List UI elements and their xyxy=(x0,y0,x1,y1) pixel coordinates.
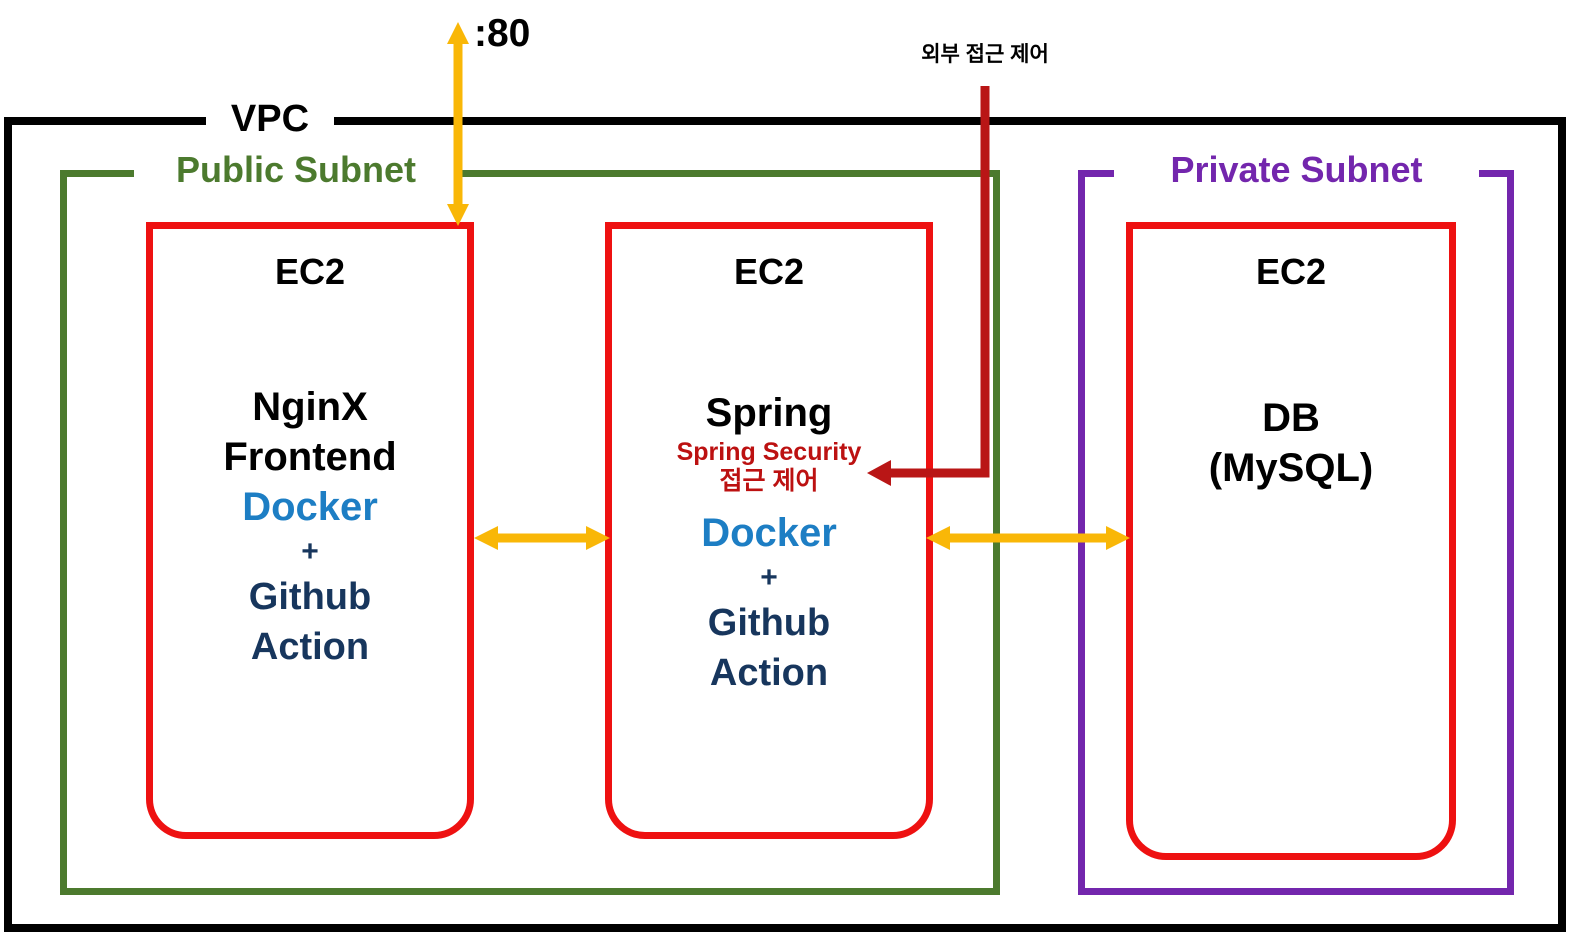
nginx-to-spring-connector-arrow xyxy=(474,526,610,550)
ec2-instance-spring-title: EC2 xyxy=(733,251,805,292)
stack-line: Docker xyxy=(701,511,837,555)
public-subnet-label-gap xyxy=(134,163,458,183)
port-80-label: :80 xyxy=(474,12,531,55)
ec2-instance-database: EC2 xyxy=(1126,222,1456,860)
ec2-instance-database-stack: DB (MySQL) xyxy=(1126,393,1456,493)
stack-line: Docker xyxy=(242,485,378,529)
stack-line: 접근 제어 xyxy=(719,467,819,495)
stack-line: (MySQL) xyxy=(1208,446,1374,490)
stack-line: NginX xyxy=(252,385,368,429)
ec2-instance-database-title: EC2 xyxy=(1255,251,1327,292)
external-access-control-connector-arrow xyxy=(867,86,990,486)
ec2-instance-nginx: EC2 xyxy=(146,222,474,839)
stack-line: Github xyxy=(707,602,831,644)
stack-line: Spring xyxy=(705,391,833,435)
ec2-instance-spring: EC2 xyxy=(605,222,933,839)
public-subnet-boundary xyxy=(60,170,1000,895)
stack-line: Spring Security xyxy=(676,438,862,466)
private-subnet-label: Private Subnet xyxy=(1170,149,1423,190)
ec2-instance-spring-stack: Spring Spring Security 접근 제어 Docker + Gi… xyxy=(605,388,933,698)
port-80-connector-arrow xyxy=(447,22,469,226)
stack-line: + xyxy=(301,535,319,568)
vpc-boundary xyxy=(4,117,1566,932)
vpc-label-gap xyxy=(206,109,334,129)
external-access-control-label: 외부 접근 제어 xyxy=(921,43,1049,66)
stack-line: Github xyxy=(248,576,372,618)
stack-line: Frontend xyxy=(223,435,397,479)
public-subnet-label: Public Subnet xyxy=(175,149,416,190)
stack-line: Action xyxy=(709,652,829,694)
private-subnet-label-gap xyxy=(1114,163,1479,183)
stack-line: Action xyxy=(250,626,370,668)
stack-line: DB xyxy=(1262,396,1320,440)
spring-to-database-connector-arrow xyxy=(926,526,1130,550)
ec2-instance-nginx-stack: NginX Frontend Docker + Github Action xyxy=(146,382,474,672)
ec2-instance-nginx-title: EC2 xyxy=(274,251,346,292)
vpc-label: VPC xyxy=(230,98,310,140)
stack-line: + xyxy=(760,561,778,594)
